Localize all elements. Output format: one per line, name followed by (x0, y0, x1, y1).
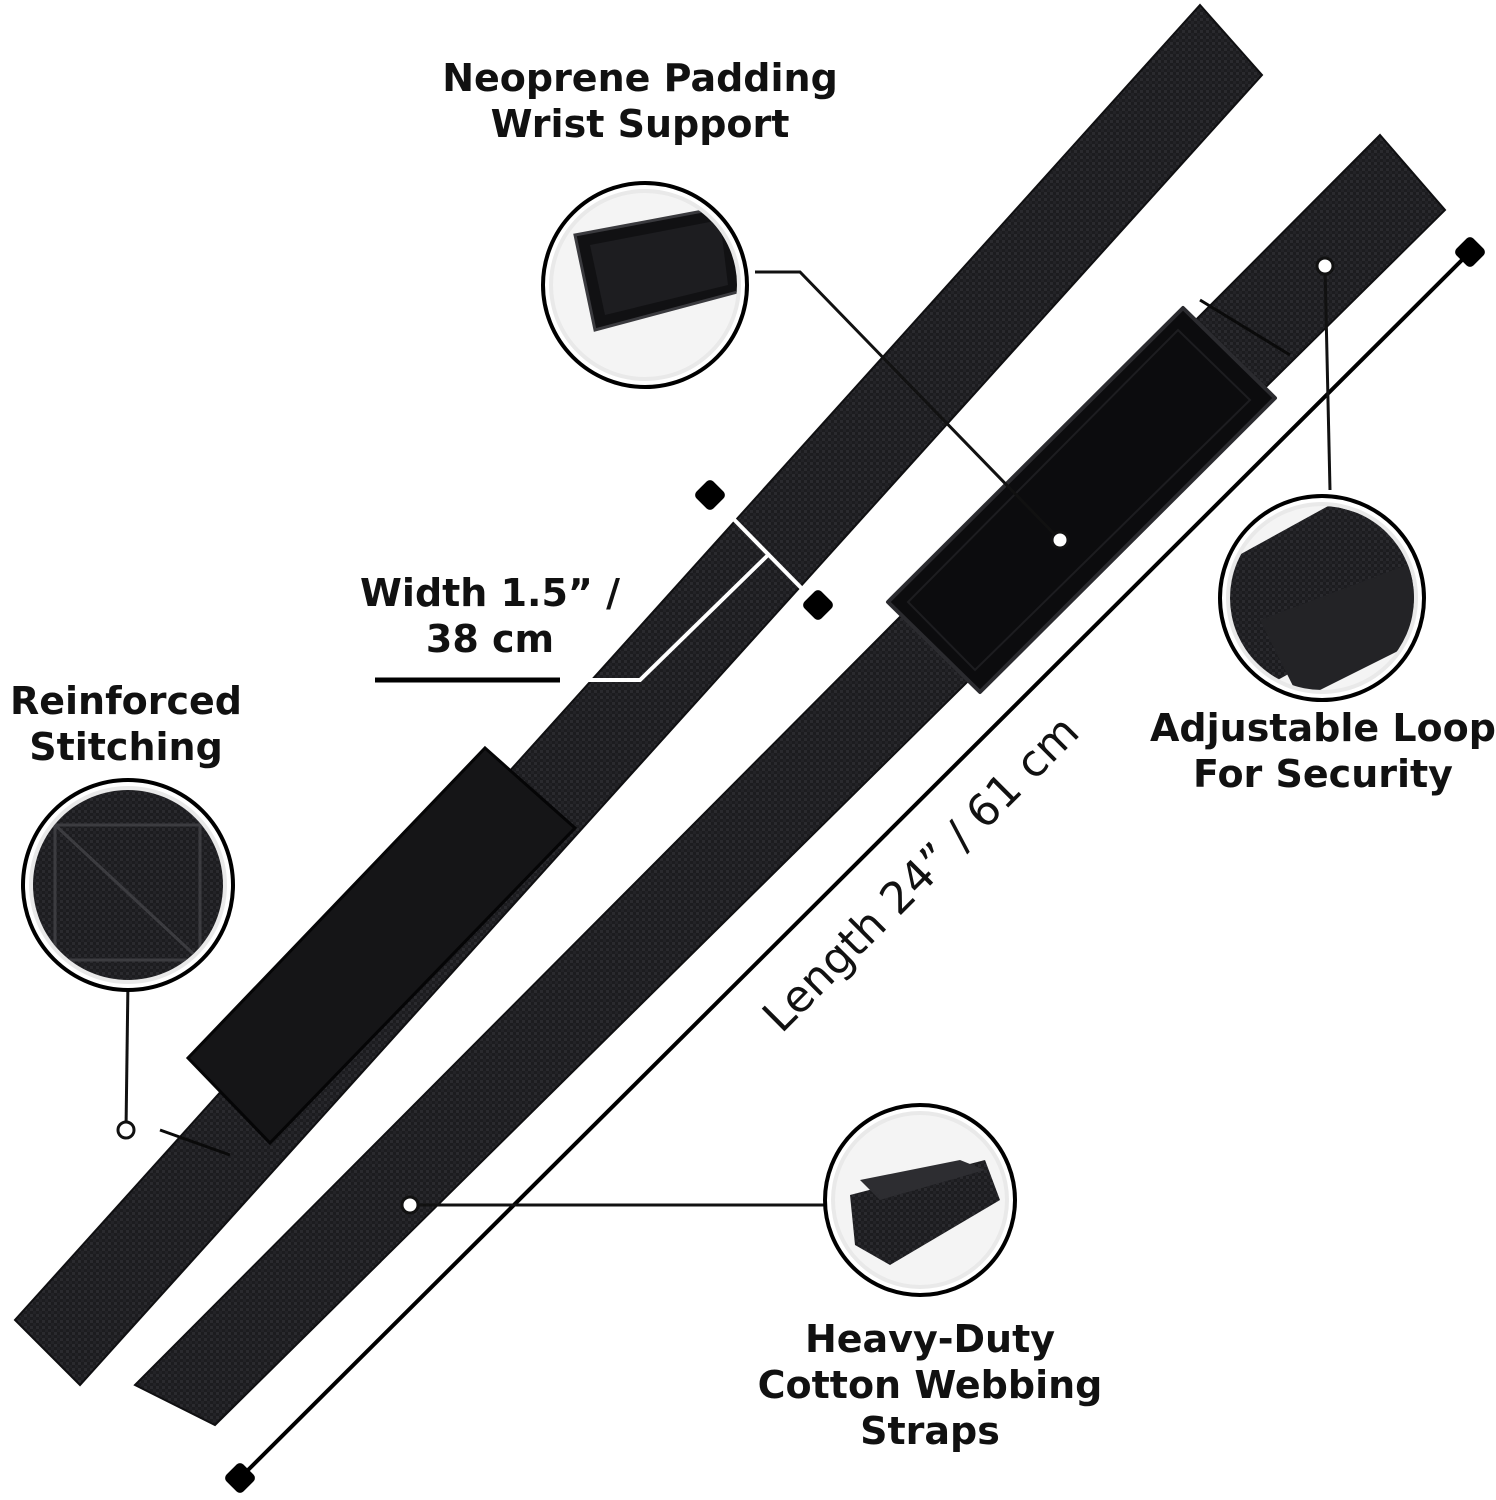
neoprene-padding-label-line1: Neoprene Padding (442, 56, 838, 100)
leader-lines (124, 265, 1332, 1207)
adjustable-loop-label: Adjustable Loop For Security (1150, 705, 1496, 797)
heavy-duty-webbing-label-line1: Heavy-Duty (804, 1317, 1056, 1361)
heavy-duty-webbing-label: Heavy-Duty Cotton Webbing Straps (740, 1316, 1120, 1454)
right-strap-neoprene-pad (886, 306, 1277, 694)
heavy-duty-webbing-zoom-circle (823, 1103, 1017, 1297)
reinforced-stitching-label: Reinforced Stitching (0, 678, 252, 770)
left-strap-pad (185, 745, 578, 1146)
width-label: Width 1.5” / 38 cm (340, 570, 640, 662)
adjustable-loop-label-line1: Adjustable Loop (1150, 706, 1496, 750)
neoprene-padding-zoom-circle (541, 181, 749, 389)
heavy-duty-webbing-label-line3: Straps (860, 1409, 1000, 1453)
length-dimension-line (225, 237, 1485, 1493)
reinforced-stitching-zoom-circle (21, 778, 235, 992)
width-label-line2: 38 cm (425, 617, 555, 661)
neoprene-padding-label: Neoprene Padding Wrist Support (420, 55, 860, 147)
reinforced-stitching-label-line1: Reinforced (10, 679, 242, 723)
heavy-duty-webbing-label-line2: Cotton Webbing (757, 1363, 1103, 1407)
reinforced-stitching-label-line2: Stitching (29, 725, 223, 769)
right-strap (133, 133, 1447, 1427)
width-dimension (375, 480, 833, 683)
left-strap (13, 3, 1264, 1387)
leader-dots (116, 256, 1335, 1215)
width-label-line1: Width 1.5” / (360, 571, 620, 615)
neoprene-padding-label-line2: Wrist Support (490, 102, 790, 146)
adjustable-loop-zoom-circle (1218, 494, 1426, 702)
adjustable-loop-label-line2: For Security (1193, 752, 1453, 796)
